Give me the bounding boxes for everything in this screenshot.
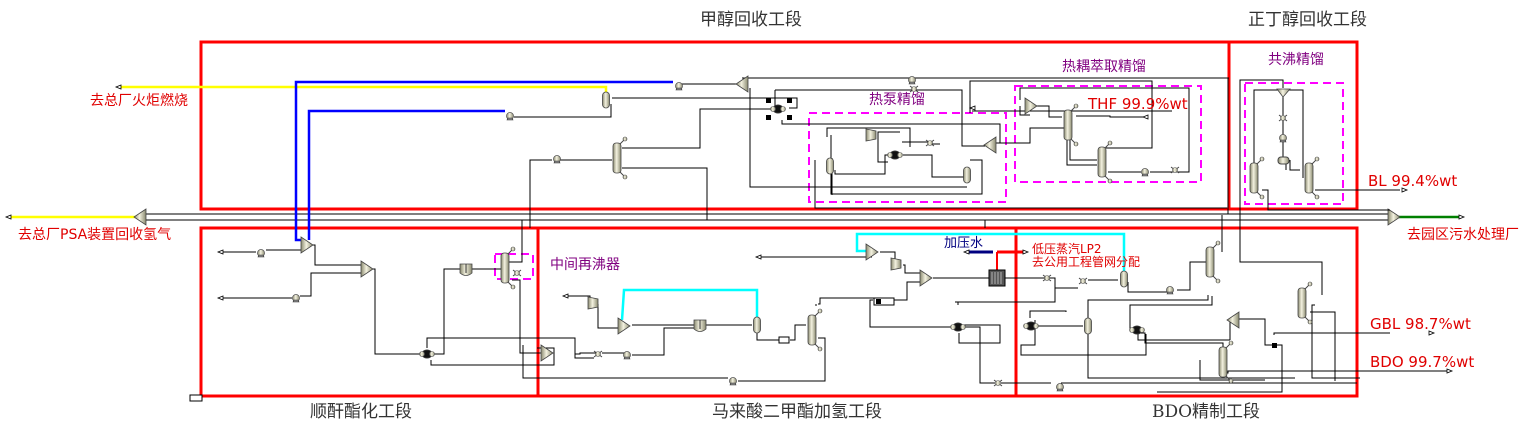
recycle-lines — [294, 80, 673, 242]
subunit-heat-pump-distillation: 热泵精馏 — [869, 92, 925, 108]
heat-exchanger-with-nodes — [766, 98, 792, 120]
hydrogenation-equipment — [562, 243, 1052, 387]
subunit-extractive-distillation: 热耦萃取精馏 — [1062, 59, 1146, 75]
methanol-recovery-streams — [514, 77, 1229, 228]
subunit-borders — [494, 82, 1344, 280]
corner-marker — [189, 394, 203, 402]
heat-pump-border — [808, 112, 1007, 203]
steam-label-line1: 低压蒸汽LP2 — [1032, 242, 1102, 256]
product-gbl: GBL 98.7%wt — [1370, 315, 1471, 333]
azeotropic-border — [1244, 82, 1344, 205]
flare-line — [120, 85, 608, 95]
section-title-bdo-refining: BDO精制工段 — [1152, 402, 1261, 422]
hydrogenation-streams — [523, 220, 1357, 384]
butanol-recovery-border — [1227, 40, 1359, 211]
subunit-azeotropic-distillation: 共沸精馏 — [1268, 52, 1324, 68]
section-title-hydrogenation: 马来酸二甲酯加氢工段 — [712, 402, 882, 422]
esterification-border — [199, 226, 540, 398]
butanol-equipment — [1249, 88, 1408, 200]
cooling-lines — [620, 232, 1126, 321]
flare-knockout-drum — [602, 91, 610, 109]
methanol-equipment — [506, 75, 1180, 184]
intermediate-reboiler-border — [494, 253, 534, 280]
cooler-grid — [988, 269, 1006, 287]
section-title-butanol-recovery: 正丁醇回收工段 — [1248, 10, 1367, 30]
section-title-methanol-recovery: 甲醇回收工段 — [700, 10, 802, 30]
destination-wastewater: 去园区污水处理厂 — [1407, 227, 1519, 243]
destination-psa-hydrogen: 去总厂PSA装置回收氢气 — [18, 227, 172, 243]
main-header — [145, 213, 1390, 221]
section-title-esterification: 顺酐酯化工段 — [310, 402, 412, 422]
hydrogenation-border — [536, 226, 1018, 398]
bdo-streams — [1020, 215, 1450, 393]
pressurized-water-label: 加压水 — [944, 236, 984, 251]
subunit-intermediate-reboiler: 中间再沸器 — [550, 257, 620, 273]
product-bdo: BDO 99.7%wt — [1370, 353, 1475, 371]
section-borders — [199, 40, 1359, 398]
steam-label-line2: 去公用工程管网分配 — [1032, 255, 1141, 269]
product-thf: THF 99.9%wt — [1088, 95, 1188, 113]
extractive-border — [1014, 85, 1202, 183]
destination-flare: 去总厂火炬燃烧 — [90, 93, 188, 109]
bdo-refining-border — [1014, 226, 1359, 398]
steam-lines — [966, 250, 1023, 270]
butanol-streams — [1239, 79, 1400, 228]
bdo-equipment — [1023, 240, 1453, 392]
esterification-equipment — [189, 236, 554, 402]
product-bl: BL 99.4%wt — [1368, 172, 1458, 190]
electric-heater — [873, 297, 895, 306]
esterification-streams — [220, 220, 594, 379]
